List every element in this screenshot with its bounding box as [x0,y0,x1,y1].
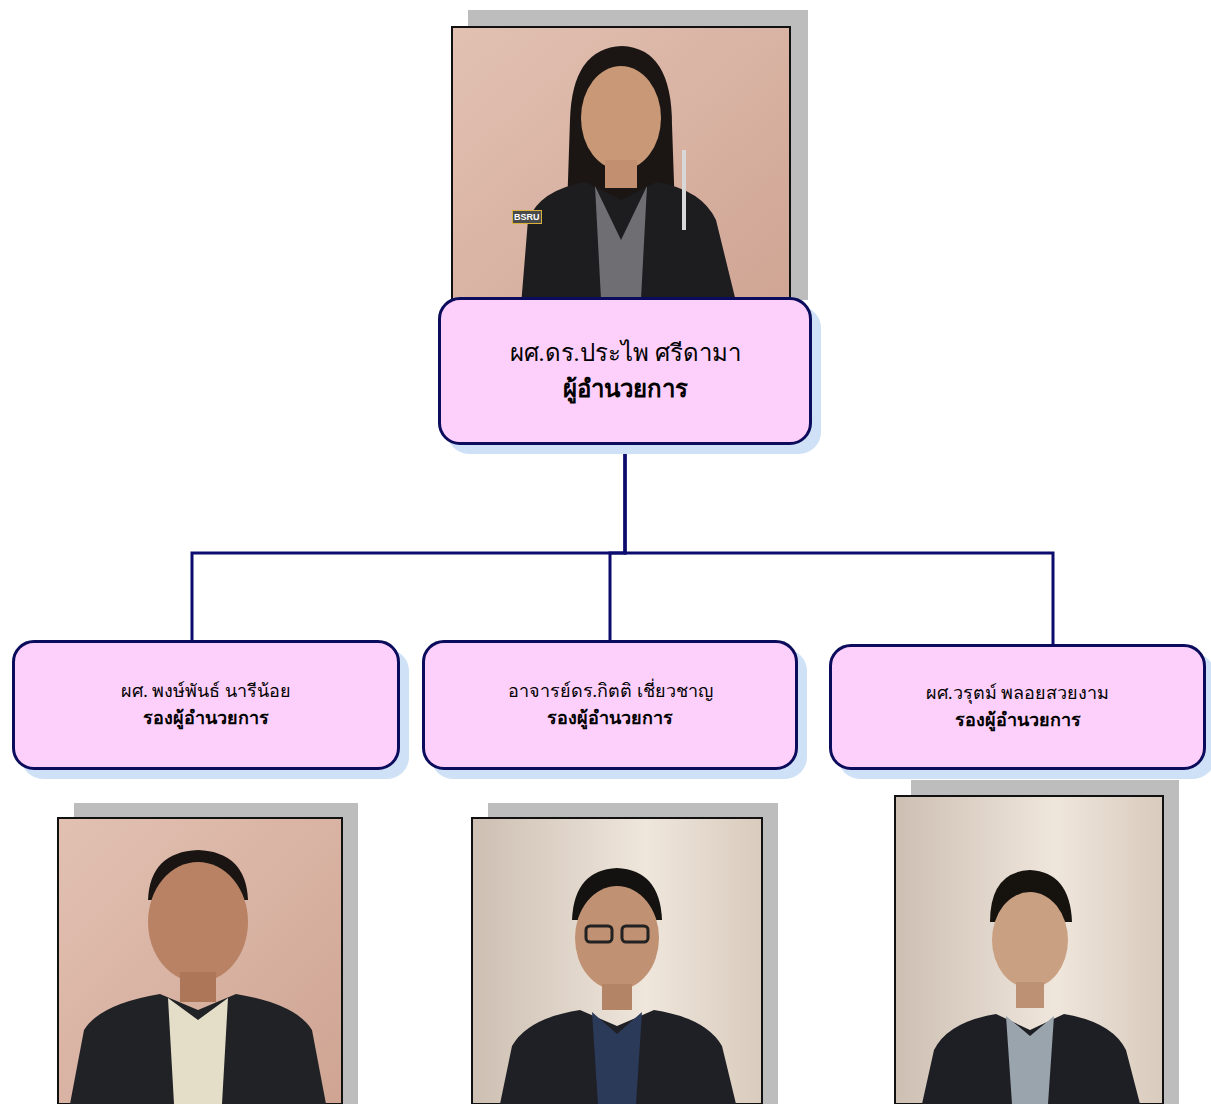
position-title: รองผู้อำนวยการ [143,705,269,732]
jacket-logo: BSRU [512,210,542,224]
person-name: ผศ. พงษ์พันธ์ นารีน้อย [121,678,291,705]
org-connector [192,445,625,640]
person-name: อาจารย์ดร.กิตติ เชี่ยวชาญ [508,678,713,705]
org-connector [625,445,1053,644]
position-title: ผู้อำนวยการ [563,371,688,407]
director-photo [452,10,808,318]
person-name: ผศ.วรุตม์ พลอยสวยงาม [926,680,1109,707]
deputy-photo [895,780,1179,1104]
position-title: รองผู้อำนวยการ [547,705,673,732]
deputy-box: ผศ. พงษ์พันธ์ นารีน้อยรองผู้อำนวยการ [12,640,400,770]
deputy-photo [58,803,358,1104]
director-box: ผศ.ดร.ประไพ ศรีดามาผู้อำนวยการ [438,297,812,445]
person-name: ผศ.ดร.ประไพ ศรีดามา [510,335,741,371]
deputy-box: ผศ.วรุตม์ พลอยสวยงามรองผู้อำนวยการ [829,644,1206,770]
deputy-box: อาจารย์ดร.กิตติ เชี่ยวชาญรองผู้อำนวยการ [422,640,798,770]
position-title: รองผู้อำนวยการ [955,707,1081,734]
org-connector [610,445,625,640]
deputy-photo [472,803,778,1104]
